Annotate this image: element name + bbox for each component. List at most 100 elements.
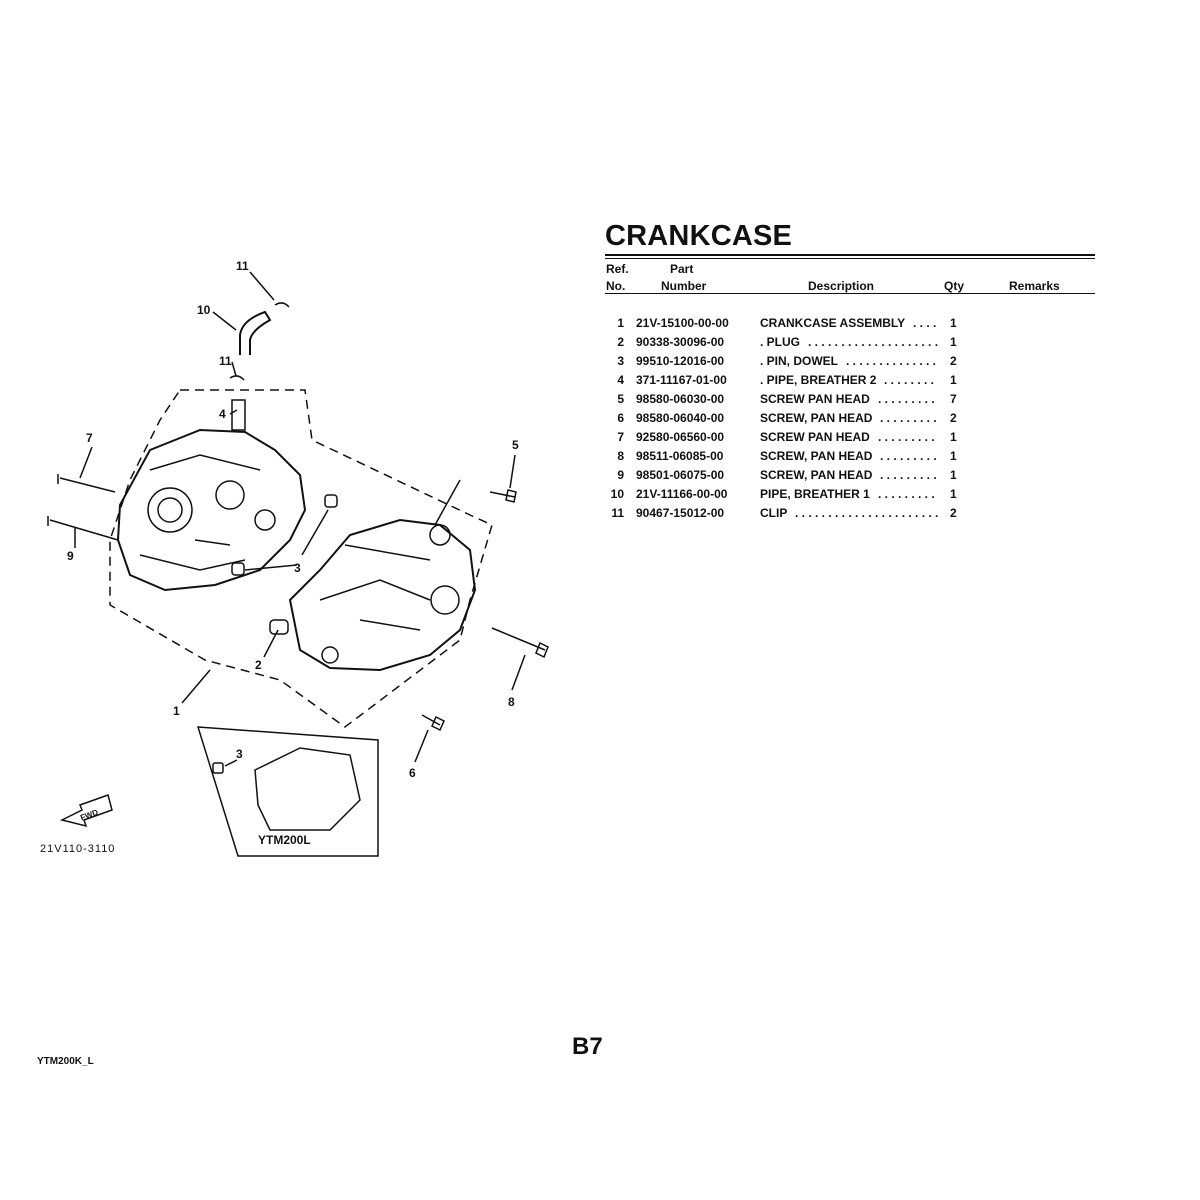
- leader-dots: . . . . . . . . .: [880, 411, 937, 425]
- description: SCREW PAN HEAD: [760, 430, 870, 444]
- quantity: 1: [950, 449, 957, 463]
- description: . PIN, DOWEL: [760, 354, 838, 368]
- quantity: 1: [950, 373, 957, 387]
- inset-box: [196, 726, 379, 857]
- callout-number: 7: [86, 431, 93, 445]
- page-title: CRANKCASE: [605, 220, 793, 252]
- inset-label: YTM200L: [258, 833, 311, 847]
- leader-dots: . . . . . . . .: [884, 373, 935, 387]
- table-row: 2 90338-30096-00 . PLUG . . . . . . . . . .…: [600, 335, 1100, 354]
- ref-no: 9: [617, 468, 624, 482]
- table-row: 7 92580-06560-00 SCREW PAN HEAD . . . . . .…: [600, 430, 1100, 449]
- part-number: 92580-06560-00: [636, 430, 725, 444]
- header-no: No.: [606, 279, 626, 293]
- drawing-code: 21V110-3110: [40, 843, 115, 855]
- table-row: 1 21V-15100-00-00 CRANKCASE ASSEMBLY . . . …: [600, 316, 1100, 335]
- quantity: 2: [950, 506, 957, 520]
- callout-number: 10: [197, 303, 211, 317]
- header-description: Description: [808, 279, 875, 293]
- title-rule: [605, 258, 1095, 259]
- header-number: Number: [661, 279, 707, 293]
- part-number: 21V-11166-00-00: [636, 487, 728, 501]
- header-qty: Qty: [944, 279, 965, 293]
- screw-6: [421, 714, 445, 732]
- leader-dots: . . . . . . . . .: [878, 392, 935, 406]
- quantity: 1: [950, 316, 957, 330]
- header-part: Part: [670, 262, 694, 276]
- ref-no: 10: [610, 487, 624, 501]
- leader-dots: . . . . . . . . . . . . . .: [846, 354, 937, 368]
- assembly-outline: [109, 389, 493, 728]
- quantity: 2: [950, 354, 957, 368]
- breather-pipe: [239, 310, 272, 355]
- part-number: 371-11167-01-00: [636, 373, 727, 387]
- callout-number: 4: [219, 407, 226, 421]
- right-crankcase-half: [269, 518, 477, 672]
- callout-number: 5: [512, 438, 519, 452]
- ref-no: 7: [617, 430, 624, 444]
- part-number: 90338-30096-00: [636, 335, 725, 349]
- ref-no: 6: [617, 411, 624, 425]
- part-number: 98580-06040-00: [636, 411, 725, 425]
- screw-8: [491, 627, 549, 659]
- quantity: 1: [950, 335, 957, 349]
- part-number: 98511-06085-00: [636, 449, 724, 463]
- table-row: 3 99510-12016-00 . PIN, DOWEL . . . . . . .…: [600, 354, 1100, 373]
- document-code: YTM200K_L: [37, 1056, 94, 1067]
- dowel-pin: [231, 562, 245, 576]
- leader-dots: . . . . . . . . . . . . . . . . . . . .: [808, 335, 939, 349]
- description: SCREW, PAN HEAD: [760, 468, 873, 482]
- callout-number: 3: [236, 747, 243, 761]
- dowel-pin: [324, 494, 338, 508]
- ref-no: 3: [617, 354, 624, 368]
- ref-no: 4: [617, 373, 624, 387]
- quantity: 1: [950, 430, 957, 444]
- page-number: B7: [572, 1033, 603, 1060]
- part-number: 98501-06075-00: [636, 468, 725, 482]
- leader-dots: . . . . . . . . .: [878, 430, 935, 444]
- description: PIPE, BREATHER 1: [760, 487, 870, 501]
- quantity: 2: [950, 411, 957, 425]
- screw-5: [489, 489, 517, 503]
- callout-number: 3: [294, 561, 301, 575]
- header-remarks: Remarks: [1009, 279, 1060, 293]
- ref-no: 5: [617, 392, 624, 406]
- screw-9: [47, 516, 119, 541]
- quantity: 1: [950, 487, 957, 501]
- leader-dots: . . . . . . . . .: [880, 468, 937, 482]
- header-rule: [605, 293, 1095, 294]
- leader-dots: . . . .: [913, 316, 937, 330]
- quantity: 1: [950, 468, 957, 482]
- leader-dots: . . . . . . . . .: [880, 449, 937, 463]
- left-crankcase-half: [116, 399, 307, 592]
- ref-no: 2: [617, 335, 624, 349]
- description: CLIP: [760, 506, 788, 520]
- title-rule: [605, 254, 1095, 256]
- table-row: 9 98501-06075-00 SCREW, PAN HEAD . . . . . …: [600, 468, 1100, 487]
- callout-number: 1: [173, 704, 180, 718]
- callout-number: 11: [219, 354, 232, 368]
- leader-dots: . . . . . . . . .: [878, 487, 935, 501]
- table-row: 10 21V-11166-00-00 PIPE, BREATHER 1 . . . .…: [600, 487, 1100, 506]
- header-ref: Ref.: [606, 262, 629, 276]
- callout-number: 8: [508, 695, 515, 709]
- screw-7: [57, 474, 116, 493]
- quantity: 7: [950, 392, 957, 406]
- callout-number: 2: [255, 658, 262, 672]
- ref-no: 8: [617, 449, 624, 463]
- fwd-arrow-icon: [59, 794, 113, 828]
- part-number: 21V-15100-00-00: [636, 316, 729, 330]
- part-number: 99510-12016-00: [636, 354, 725, 368]
- ref-no: 11: [611, 506, 624, 520]
- part-number: 98580-06030-00: [636, 392, 725, 406]
- callout-number: 6: [409, 766, 416, 780]
- ref-no: 1: [617, 316, 624, 330]
- description: CRANKCASE ASSEMBLY: [760, 316, 906, 330]
- description: . PLUG: [760, 335, 801, 349]
